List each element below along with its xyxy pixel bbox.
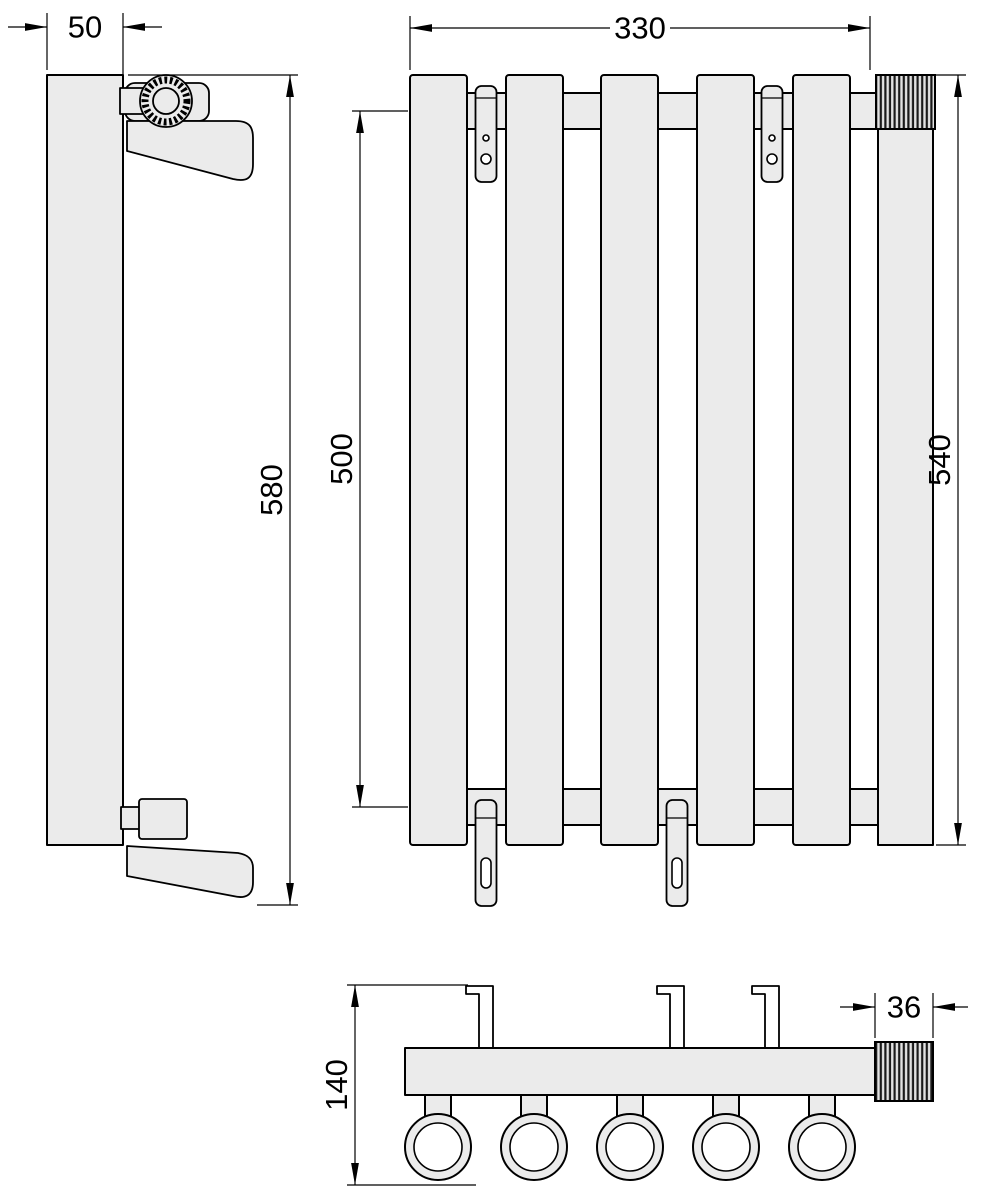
- tube-section-inner: [509, 1122, 559, 1172]
- side-depth-label: 50: [68, 10, 102, 45]
- top-view: [404, 985, 934, 1181]
- bottom-pipe-stub: [120, 806, 142, 830]
- side-height-label: 580: [254, 464, 289, 516]
- tube-section-inner: [413, 1122, 463, 1172]
- bracket-hole: [766, 153, 778, 165]
- tube-section-inner: [605, 1122, 655, 1172]
- bottom-mounting-bracket-right: [665, 799, 689, 907]
- dimensions: 50 580 330 500 540: [8, 10, 968, 1186]
- side-view: [46, 74, 254, 898]
- bracket-plate: [665, 799, 689, 907]
- radiator-panel: [505, 74, 564, 846]
- front-axis-height-label: 500: [324, 433, 359, 485]
- bracket-hook: [751, 985, 780, 1051]
- bracket-plate: [760, 85, 784, 183]
- tube-section-inner: [701, 1122, 751, 1172]
- bracket-hook: [656, 985, 685, 1051]
- bracket-plate: [474, 799, 498, 907]
- bottom-mounting-bracket-left: [474, 799, 498, 907]
- front-view: [409, 74, 936, 907]
- bracket-slot: [480, 857, 492, 889]
- radiator-panel: [600, 74, 659, 846]
- heating-element-block: [874, 1041, 934, 1102]
- dimension-front-height: 540: [922, 74, 966, 846]
- dimension-top-depth: 140: [319, 984, 476, 1186]
- bracket-small-hole: [768, 134, 776, 142]
- bracket-small-hole: [482, 134, 490, 142]
- heating-element-cap: [875, 74, 936, 130]
- top-depth-label: 140: [319, 1059, 354, 1111]
- front-width-label: 330: [614, 11, 666, 46]
- bracket-slot: [671, 857, 683, 889]
- dimension-side-depth: 50: [8, 10, 162, 80]
- bottom-wall-bracket: [126, 845, 254, 898]
- label-backing: [610, 11, 670, 44]
- bottom-fitting-block: [138, 798, 188, 840]
- radiator-panel: [696, 74, 755, 846]
- tube-section-inner: [797, 1122, 847, 1172]
- dimension-side-height: 580: [128, 74, 298, 906]
- top-mounting-bracket-left: [474, 85, 498, 183]
- top-mounting-bracket-right: [760, 85, 784, 183]
- right-riser-tube: [877, 74, 934, 846]
- dimension-element-width: 36: [840, 990, 968, 1038]
- bracket-plate: [474, 85, 498, 183]
- radiator-panel: [792, 74, 851, 846]
- side-panel-profile: [46, 74, 124, 846]
- top-wall-bracket: [126, 120, 254, 181]
- front-height-label: 540: [922, 434, 957, 486]
- element-width-label: 36: [887, 990, 921, 1025]
- dimension-front-width: 330: [409, 11, 871, 70]
- knob-knurl-ring: [141, 76, 191, 126]
- bracket-hole: [480, 153, 492, 165]
- bracket-hook: [465, 985, 494, 1051]
- collector-bar: [404, 1047, 876, 1096]
- knob-cap: [152, 87, 180, 115]
- radiator-panel: [409, 74, 468, 846]
- dimension-front-axis-height: 500: [324, 110, 408, 808]
